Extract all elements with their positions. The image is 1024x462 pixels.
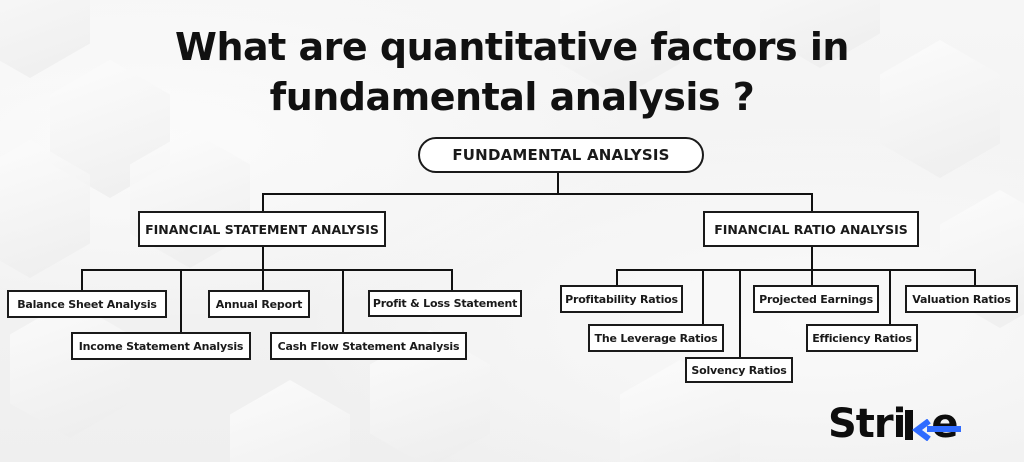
connector-profit-loss <box>451 269 453 291</box>
connector-root-down <box>557 172 559 194</box>
logo-text-start: Stri <box>828 401 906 447</box>
connector-to-ratio <box>811 193 813 212</box>
connector-branch-bus <box>262 193 813 195</box>
connector-profitability <box>616 269 618 286</box>
connector-statement-down <box>262 246 264 270</box>
connector-ratio-down <box>811 246 813 270</box>
connector-income-statement <box>180 269 182 333</box>
node-income-statement-analysis: Income Statement Analysis <box>71 332 251 360</box>
strike-logo: Stri e <box>828 400 962 448</box>
hexagon-shape <box>230 380 350 462</box>
logo-accent-bar <box>927 426 962 432</box>
connector-cash-flow <box>342 269 344 333</box>
hexagon-shape <box>880 40 1000 178</box>
logo-text-end: e <box>927 401 962 447</box>
node-efficiency-ratios: Efficiency Ratios <box>806 324 918 352</box>
node-solvency-ratios: Solvency Ratios <box>685 357 793 383</box>
node-projected-earnings: Projected Earnings <box>753 285 879 313</box>
node-cash-flow-statement-analysis: Cash Flow Statement Analysis <box>270 332 467 360</box>
hexagon-shape <box>10 300 130 438</box>
connector-valuation <box>974 269 976 286</box>
node-balance-sheet-analysis: Balance Sheet Analysis <box>7 290 167 318</box>
title-line-1: What are quantitative factors in <box>175 25 849 69</box>
node-valuation-ratios: Valuation Ratios <box>905 285 1018 313</box>
node-profitability-ratios: Profitability Ratios <box>560 285 683 313</box>
connector-annual-report <box>262 269 264 291</box>
connector-ratio-bus <box>616 269 976 271</box>
node-financial-statement-analysis: FINANCIAL STATEMENT ANALYSIS <box>138 211 386 247</box>
connector-leverage <box>702 269 704 325</box>
connector-projected <box>811 269 813 286</box>
node-annual-report: Annual Report <box>208 290 310 318</box>
node-profit-loss-statement: Profit & Loss Statement <box>368 290 522 317</box>
logo-k-arrow-icon <box>905 404 932 444</box>
connector-solvency <box>739 269 741 358</box>
node-fundamental-analysis: FUNDAMENTAL ANALYSIS <box>418 137 704 173</box>
connector-efficiency <box>889 269 891 325</box>
connector-statement-bus <box>81 269 453 271</box>
node-leverage-ratios: The Leverage Ratios <box>588 324 724 352</box>
page-title: What are quantitative factors in fundame… <box>0 22 1024 122</box>
node-financial-ratio-analysis: FINANCIAL RATIO ANALYSIS <box>703 211 919 247</box>
title-line-2: fundamental analysis ? <box>269 75 755 119</box>
connector-balance-sheet <box>81 269 83 291</box>
connector-to-statement <box>262 193 264 212</box>
